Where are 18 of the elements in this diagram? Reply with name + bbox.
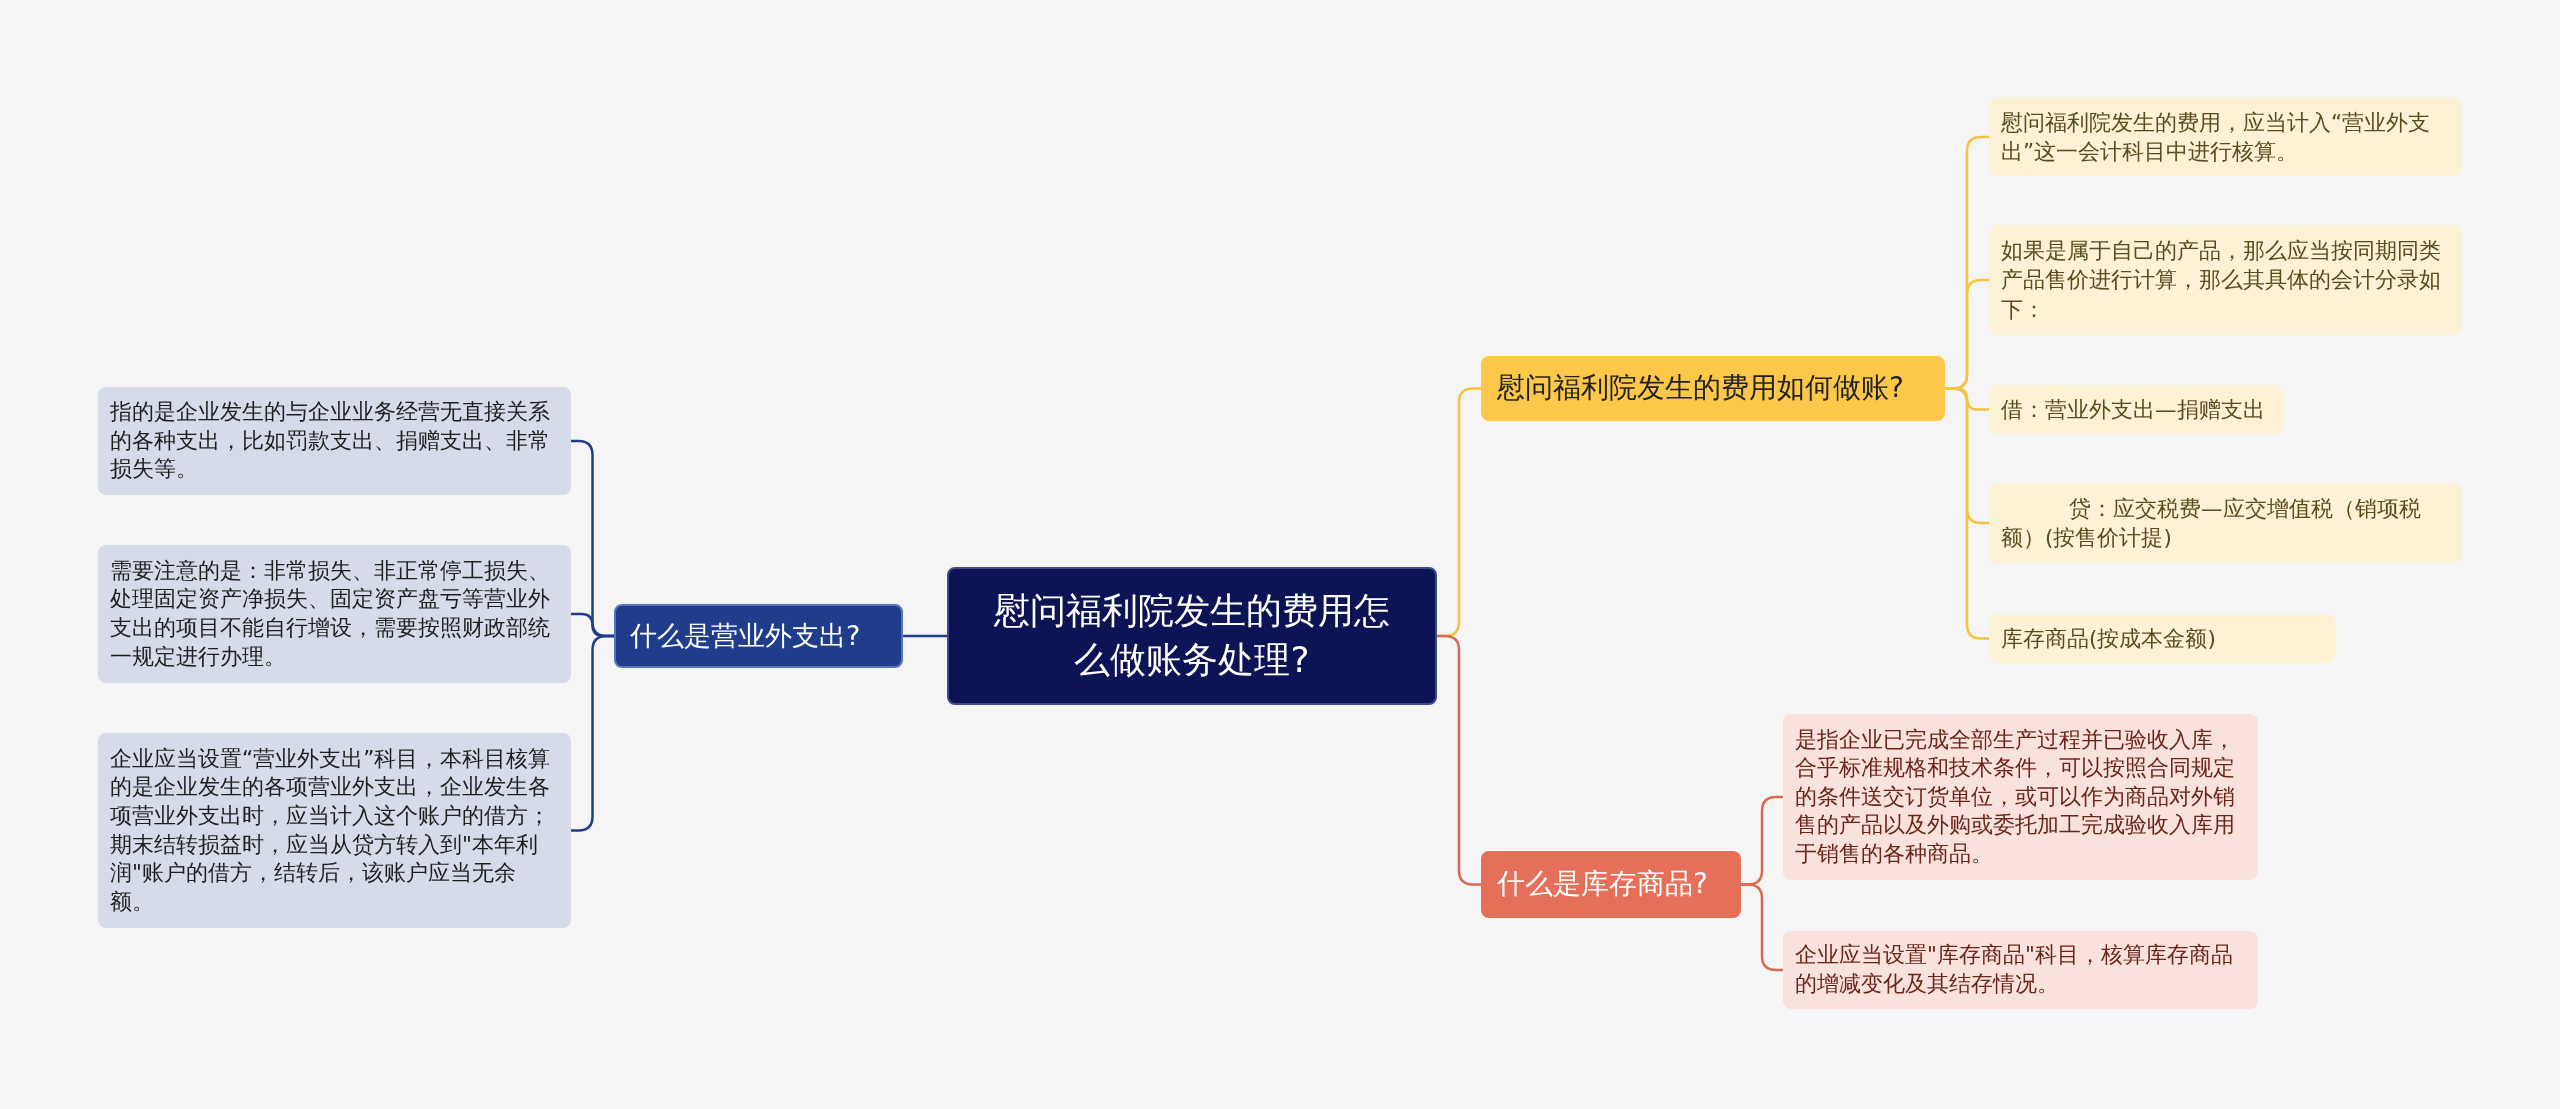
note-box: 企业应当设置“营业外支出”科目，本科目核算的是企业发生的各项营业外支出，企业发生各项营业外支出时，应当计入这个账户的借方；期末结转损益时，应当从贷方转入到"本年利润"账户的借方，结转后，该账户应当无余额。	[98, 733, 571, 928]
topic-box: 什么是库存商品?	[1481, 851, 1741, 918]
note-box: 如果是属于自己的产品，那么应当按同期同类产品售价进行计算，那么其具体的会计分录如下：	[1989, 225, 2462, 335]
connector-line	[1741, 883, 1783, 972]
topic-box: 慰问福利院发生的费用如何做账?	[1481, 356, 1945, 421]
connector-line	[903, 634, 947, 638]
root-topic-box: 慰问福利院发生的费用怎么做账务处理?	[947, 567, 1437, 705]
connector-line	[1945, 387, 1989, 640]
connector-line	[1437, 634, 1481, 886]
note-box: 贷：应交税费—应交增值税（销项税额）(按售价计提)	[1989, 483, 2462, 563]
note-box: 借：营业外支出—捐赠支出	[1989, 385, 2283, 434]
note-box: 是指企业已完成全部生产过程并已验收入库，合乎标准规格和技术条件，可以按照合同规定的条件送交订货单位，或可以作为商品对外销售的产品以及外购或委托加工完成验收入库用于销售的各种商品。	[1783, 714, 2258, 880]
topic-box: 什么是营业外支出?	[614, 604, 903, 668]
note-box: 需要注意的是：非常损失、非正常停工损失、处理固定资产净损失、固定资产盘亏等营业外支出的项目不能自行增设，需要按照财政部统一规定进行办理。	[98, 545, 571, 683]
note-box: 慰问福利院发生的费用，应当计入“营业外支出”这一会计科目中进行核算。	[1989, 98, 2462, 176]
note-box: 指的是企业发生的与企业业务经营无直接关系的各种支出，比如罚款支出、捐赠支出、非常损失等。	[98, 387, 571, 495]
note-box: 库存商品(按成本金额)	[1989, 614, 2335, 663]
note-box: 企业应当设置"库存商品"科目，核算库存商品的增减变化及其结存情况。	[1783, 931, 2258, 1009]
